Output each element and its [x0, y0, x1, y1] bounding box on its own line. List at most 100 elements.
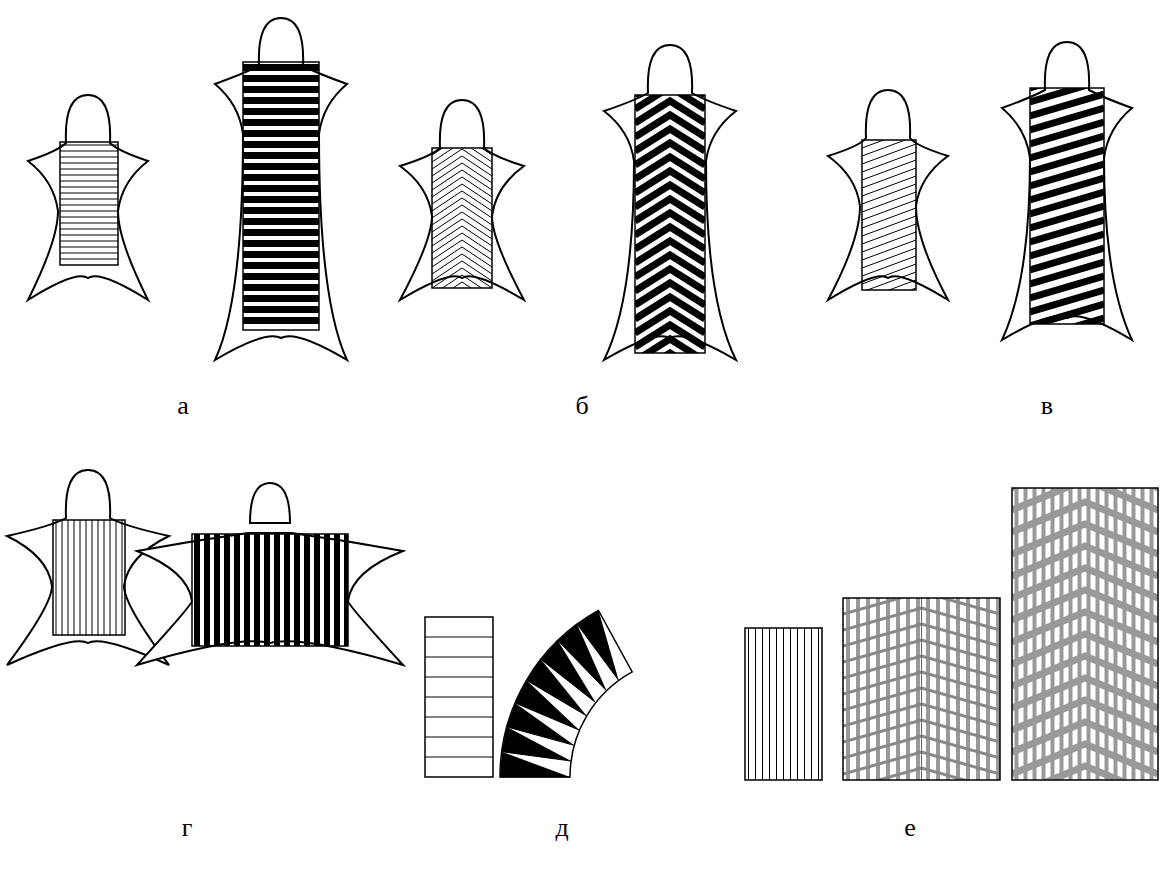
- strip-line: [243, 229, 319, 236]
- strip-line: [122, 520, 123, 635]
- strip-frame: [1012, 488, 1158, 780]
- strip-line: [60, 211, 118, 212]
- strip-line: [243, 240, 319, 247]
- strip-division: [425, 657, 493, 658]
- strip-division: [502, 752, 571, 761]
- strip-line: [60, 247, 118, 248]
- strip-line: [243, 273, 319, 280]
- strip-line: [304, 534, 310, 646]
- strip-division: [577, 624, 619, 680]
- strip-line: [74, 520, 75, 635]
- figure-letter: в: [1041, 393, 1053, 419]
- chevron-strip: [432, 233, 492, 253]
- chevron-strip: [432, 170, 492, 190]
- diagonal-strip: [862, 168, 916, 188]
- chevron-strip: [432, 247, 492, 267]
- wedge: [577, 611, 619, 681]
- chevron-strip: [432, 198, 492, 218]
- strip-line: [243, 86, 319, 93]
- strip-line: [86, 520, 87, 635]
- strip-line: [60, 259, 118, 260]
- strip-line: [60, 253, 118, 254]
- strip-line: [204, 534, 210, 646]
- strip-group: [1012, 488, 1158, 780]
- strip-line: [60, 157, 118, 158]
- pelt-outline: [1002, 42, 1132, 340]
- strip-line: [60, 205, 118, 206]
- strip-line: [284, 534, 290, 646]
- strip-line: [294, 534, 300, 646]
- strip-line: [274, 534, 280, 646]
- strip-group: [1030, 88, 1104, 324]
- strip-line: [243, 75, 319, 82]
- strip-line: [936, 598, 940, 780]
- strip-line: [60, 223, 118, 224]
- chevron-strip: [432, 184, 492, 204]
- strip-line: [956, 598, 960, 780]
- figure-letter: г: [182, 815, 193, 841]
- strip-line: [846, 598, 850, 780]
- chevron-strip: [432, 163, 492, 183]
- pelt-outline: [7, 470, 169, 665]
- chevron-strip: [432, 191, 492, 211]
- strip-division: [425, 637, 493, 638]
- strip-division: [507, 727, 575, 745]
- strip-line: [92, 520, 93, 635]
- strip-frame: [745, 628, 822, 780]
- strip-line: [243, 317, 319, 324]
- strip-line: [243, 295, 319, 302]
- strip-line: [244, 534, 250, 646]
- strip-line: [60, 199, 118, 200]
- diagonal-strip: [862, 176, 916, 196]
- strip-group: [635, 95, 705, 353]
- center-seam: [921, 598, 922, 780]
- strip-line: [243, 97, 319, 104]
- chevron-strip: [432, 148, 492, 162]
- strip-line: [886, 598, 890, 780]
- chevron-strip: [432, 219, 492, 239]
- chevron-strip: [432, 261, 492, 281]
- strip-line: [62, 520, 63, 635]
- strip-division: [425, 697, 493, 698]
- strip-group: [60, 145, 118, 259]
- diagonal-strip: [862, 272, 916, 290]
- strip-frame: [1030, 88, 1104, 324]
- strip-line: [762, 628, 763, 780]
- strip-ground: [843, 598, 1000, 780]
- strip-line: [60, 145, 118, 146]
- strip-frame: [60, 142, 118, 265]
- strip-line: [243, 284, 319, 291]
- strip-line: [769, 628, 770, 780]
- strip-group: [197, 534, 347, 646]
- strip-line: [214, 534, 220, 646]
- strip-frame: [432, 148, 492, 288]
- diagonal-strip: [862, 264, 916, 284]
- strip-frame: [53, 520, 125, 635]
- chevron-strip: [432, 268, 492, 288]
- strip-line: [804, 628, 805, 780]
- strip-line: [60, 193, 118, 194]
- diagonal-strip: [862, 200, 916, 220]
- strip-ground: [1012, 488, 1158, 780]
- strip-division: [425, 677, 493, 678]
- strip-line: [783, 628, 784, 780]
- strip-line: [60, 169, 118, 170]
- strip-group: [862, 140, 916, 290]
- figure-letter: а: [177, 393, 189, 419]
- strip-group: [749, 628, 819, 780]
- strip-line: [56, 520, 57, 635]
- strip-group: [843, 598, 1000, 780]
- strip-line: [60, 151, 118, 152]
- diagonal-strip: [862, 144, 916, 164]
- strip-line: [790, 628, 791, 780]
- strip-line: [243, 64, 319, 71]
- strip-line: [104, 520, 105, 635]
- strip-line: [243, 163, 319, 170]
- strip-frame: [862, 140, 916, 290]
- diagonal-strip: [862, 160, 916, 180]
- figure-letter: д: [555, 815, 568, 841]
- strip-line: [334, 534, 340, 646]
- diagonal-strip: [862, 248, 916, 268]
- strip-line: [60, 235, 118, 236]
- strip-line: [60, 163, 118, 164]
